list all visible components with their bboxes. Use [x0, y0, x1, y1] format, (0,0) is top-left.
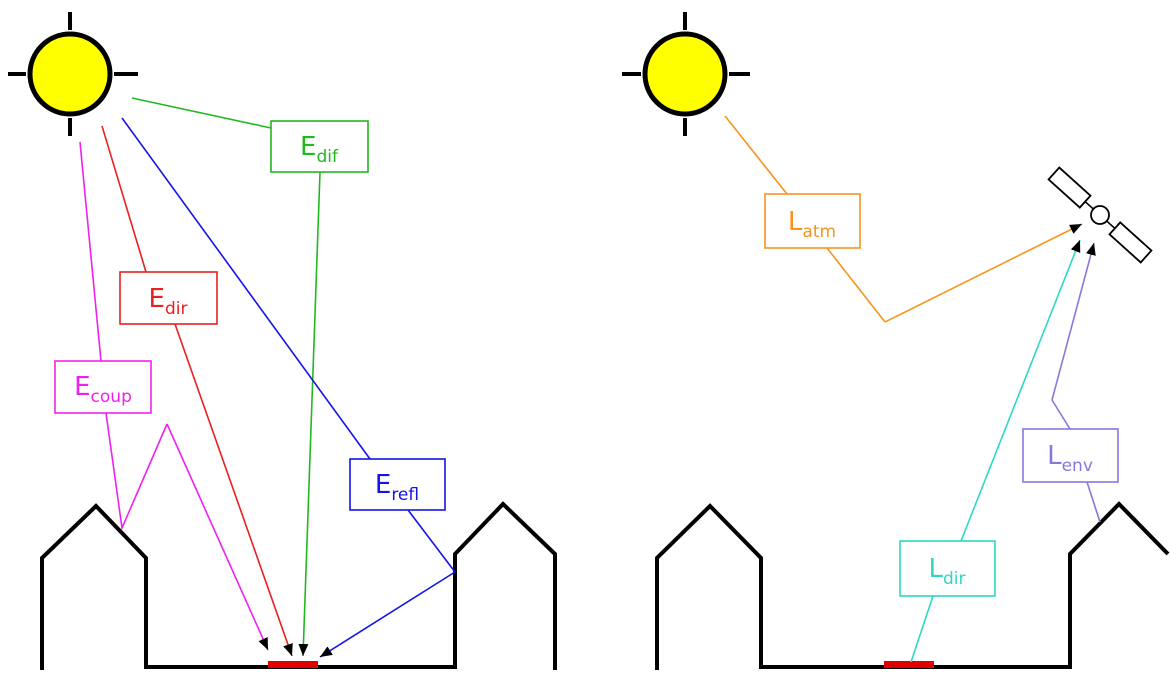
- l-env-label-sub: env: [1062, 456, 1093, 476]
- e-dir-label-main: E: [149, 284, 165, 314]
- l-atm-label-main: L: [788, 207, 803, 237]
- target-pixel-left: [268, 661, 318, 668]
- l-atm-path: Latm: [724, 115, 1083, 323]
- e-coup-path: Ecoup: [54, 141, 269, 651]
- l-dir-label-main: L: [928, 554, 943, 584]
- svg-text:Edif: Edif: [300, 132, 339, 167]
- left-panel: Edif Edir Erefl: [8, 12, 557, 670]
- l-dir-path: Ldir: [899, 239, 1081, 663]
- svg-text:Ldir: Ldir: [928, 554, 965, 589]
- e-dif-label-main: E: [300, 132, 316, 162]
- target-pixel-right: [884, 661, 934, 668]
- sun-icon-right: [622, 12, 750, 136]
- l-dir-label-sub: dir: [943, 569, 966, 589]
- svg-text:Lenv: Lenv: [1047, 441, 1093, 476]
- e-refl-path: Erefl: [121, 117, 456, 658]
- buildings-outline-right: [655, 501, 1170, 670]
- svg-text:Erefl: Erefl: [375, 470, 419, 505]
- satellite-icon: [1047, 166, 1153, 264]
- l-atm-label-sub: atm: [802, 222, 836, 242]
- e-refl-label-sub: refl: [391, 485, 419, 505]
- svg-text:Latm: Latm: [788, 207, 836, 242]
- e-refl-label-main: E: [375, 470, 391, 500]
- e-dif-label-sub: dif: [316, 147, 339, 167]
- l-env-path: Lenv: [1022, 242, 1119, 523]
- sun-icon-left: [8, 12, 138, 136]
- right-panel: Latm Ldir Lenv: [622, 12, 1170, 670]
- e-dir-label-sub: dir: [165, 299, 188, 319]
- e-coup-label-sub: coup: [91, 387, 132, 407]
- buildings-outline-left: [40, 501, 557, 670]
- l-env-label-main: L: [1047, 441, 1062, 471]
- e-dif-path: Edif: [131, 97, 369, 657]
- e-dir-path: Edir: [101, 125, 293, 657]
- svg-text:Edir: Edir: [149, 284, 188, 319]
- svg-text:Ecoup: Ecoup: [74, 372, 132, 407]
- e-coup-label-main: E: [74, 372, 90, 402]
